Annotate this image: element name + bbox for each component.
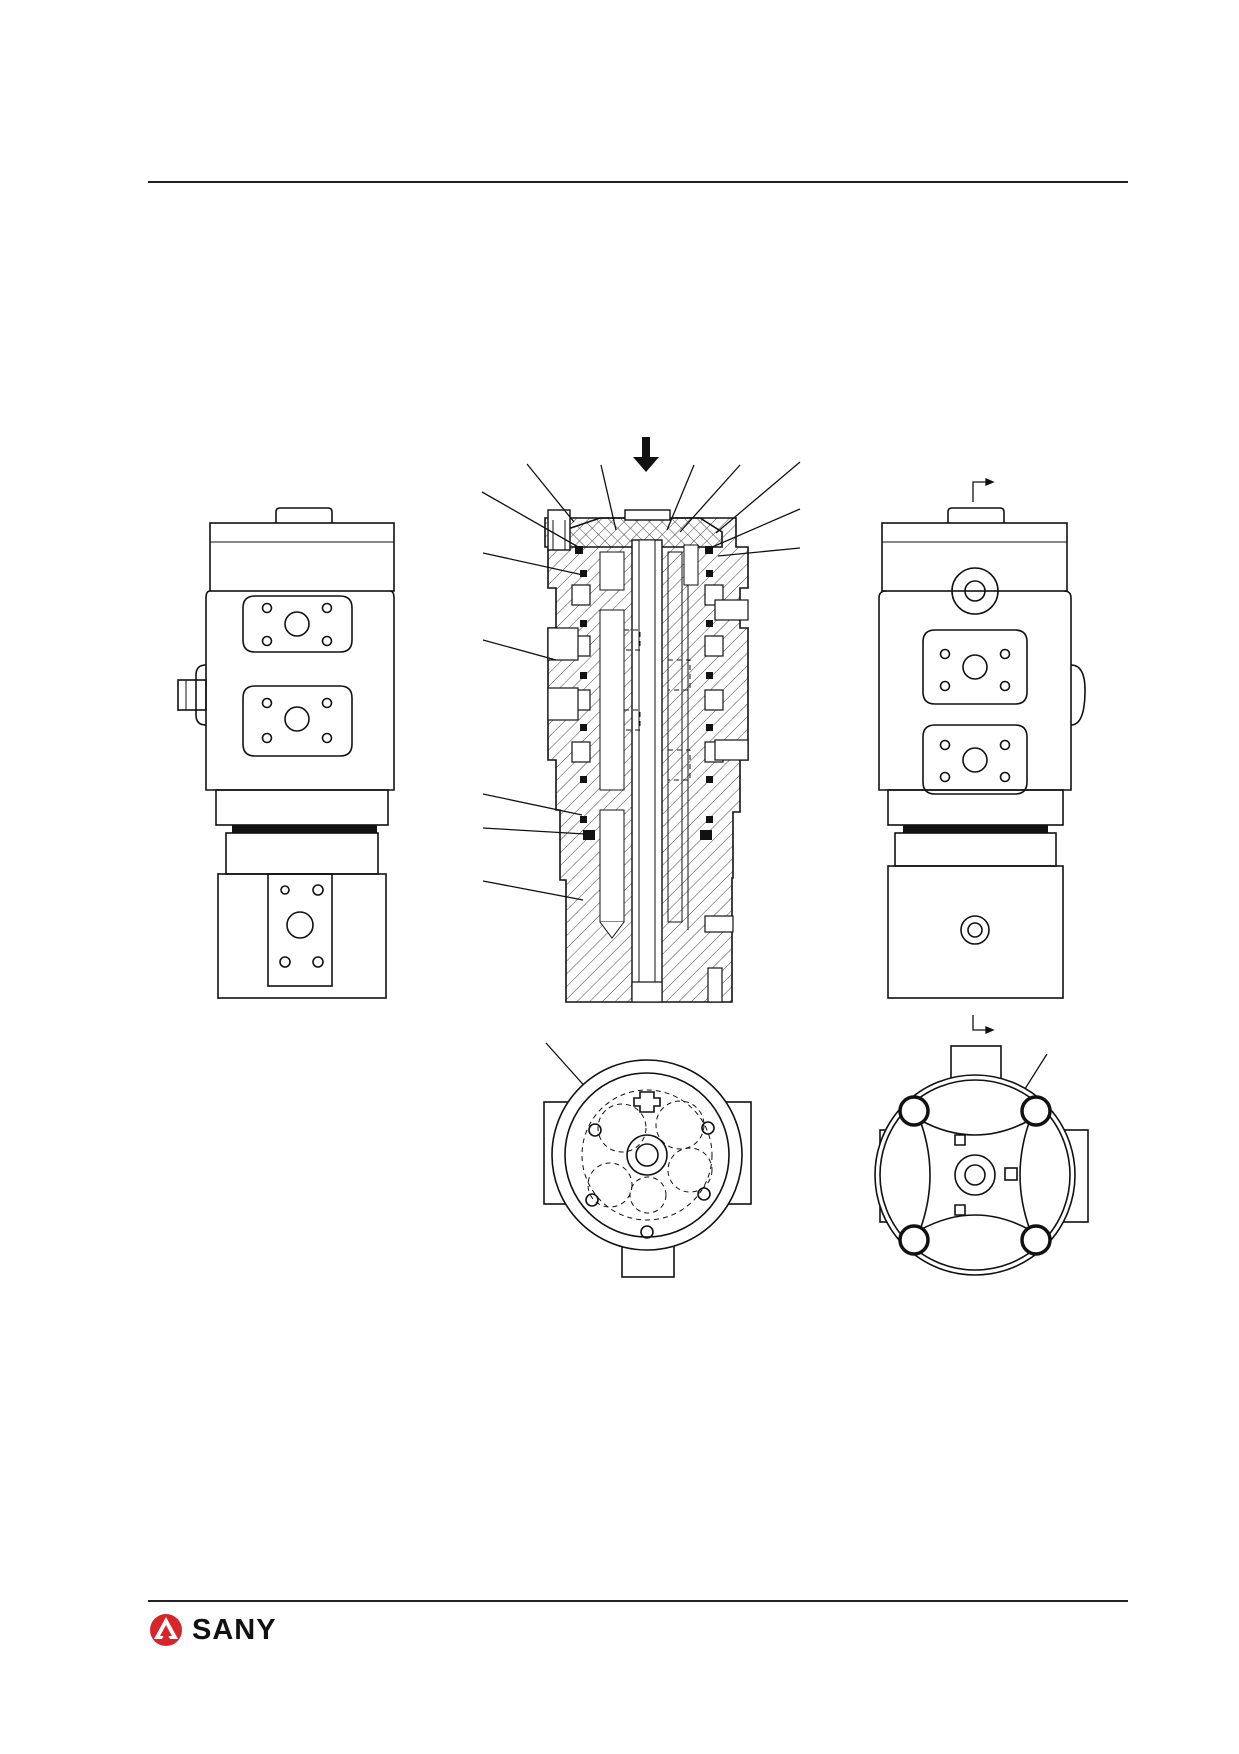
section-arrow-icon <box>972 478 995 1034</box>
sany-logo: SANY <box>148 1612 277 1648</box>
footer-rule <box>148 1600 1128 1602</box>
brand-name: SANY <box>192 1613 277 1646</box>
center-section-view <box>481 461 1048 1161</box>
left-elevation-view <box>177 507 395 999</box>
bottom-plan-view <box>543 1059 752 1278</box>
right-elevation-view <box>878 507 1086 999</box>
down-arrow-icon <box>633 437 659 472</box>
bottom-right-bolt-heads <box>898 1095 1052 1256</box>
sany-logo-icon <box>150 1614 182 1646</box>
header-rule <box>148 181 1128 183</box>
